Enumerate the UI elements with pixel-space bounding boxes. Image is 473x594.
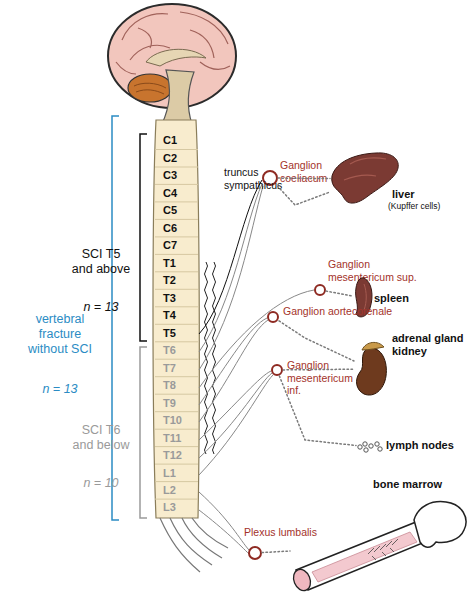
ganglion-circle: Ganglion mesentericum sup. [314,284,326,296]
kidney-drawing [354,340,388,398]
nerve-wire [199,186,263,370]
plexus-circle: Plexus lumbalis [248,546,262,560]
vertebra-label: T11 [163,432,181,445]
nerve-wire [199,375,273,475]
dotted-connector [278,177,330,179]
vertebra-separators [155,150,198,500]
marrow-cavity [312,532,417,582]
nerve-wire [199,184,262,352]
organ-label: liver [392,188,415,201]
vertebra-label: C1 [163,134,177,147]
nerve-wire [199,180,262,334]
brain [108,4,236,124]
vertebra-label: C4 [163,187,177,200]
nerve-wire [199,492,249,550]
dotted-connector [279,321,354,361]
dotted-connector [326,291,352,296]
group-label: vertebral fracture without SCI [20,312,100,357]
femur-cut-end [290,567,313,593]
vertebra-label: C5 [163,204,177,217]
ganglion-circle: Ganglion aortecorenale [267,311,279,323]
vertebra-label: T7 [163,362,176,375]
organ-label: bone marrow [373,478,442,491]
lymph-node-dot [378,447,382,451]
bracket-sci-t6 [140,347,147,518]
ganglion-circle: Ganglion mesentericum inf. [271,364,283,376]
vertebra-label: C6 [163,222,177,235]
lymph-node-dot [358,445,362,449]
liver-shape [332,153,399,203]
liver-shading [344,158,386,180]
lymph-node-dot [375,442,379,446]
dotted-connector [262,551,290,553]
nerve-wire [199,510,249,554]
vertebra-label: T9 [163,397,176,410]
organ-sublabel: (Kupffer cells) [388,201,440,211]
liver-organ: liver(Kupffer cells) [330,150,400,208]
group-label: SCI T6 and below [70,423,132,453]
ganglion-label: Ganglion mesentericum sup. [328,258,432,283]
corpus-callosum [146,49,206,66]
bracket-fracture [112,116,119,520]
kidney-organ: adrenal gland kidney [354,340,388,398]
nerve-wire [199,320,268,422]
vertebra-label: L2 [163,484,176,497]
trunk-label: truncus sympathicus [224,166,284,191]
vertebra-label: T6 [163,344,176,357]
bone-marrow-organ: bone marrow [290,498,470,594]
vertebra-label: C7 [163,239,177,252]
vertebra-label: T8 [163,379,176,392]
ganglion-label: Ganglion coeliacum [280,159,332,184]
kidney-shape [357,348,387,395]
organ-label: adrenal gland kidney [392,332,472,358]
vertebra-label: L1 [163,467,176,480]
plexus-label: Plexus lumbalis [244,526,317,539]
liver-drawing [330,150,400,208]
nerve-wire [199,373,272,458]
lymph-drawing [356,440,384,454]
spine [153,120,228,572]
bone-drawing [290,498,470,594]
brackets [112,116,147,520]
lymph-node-dot [369,444,373,448]
dotted-connector [279,376,356,446]
vertebra-label: T10 [163,414,182,427]
vertebra-label: T12 [163,449,182,462]
group-label: SCI T5 and above [70,247,132,277]
vertebra-label: T3 [163,292,176,305]
dotted-connector [283,368,354,370]
organ-label: lymph nodes [386,439,454,452]
ganglion-label: Ganglion aortecorenale [283,305,392,318]
lymph-nodes-organ: lymph nodes [356,440,384,454]
vertebra-label: C3 [163,169,177,182]
vertebra-label: L3 [163,501,176,514]
organ-label: spleen [374,292,409,305]
marrow-hatch [368,539,398,560]
vertebra-label: T5 [163,327,176,340]
nerve-wire [199,371,271,440]
vertebral-column [153,120,199,518]
group-count: n = 13 [20,382,100,397]
bracket-sci-t5 [140,134,147,341]
group-count: n = 10 [70,476,132,491]
cauda-equina [160,518,228,572]
ganglion-label: Ganglion mesentericum inf. [287,359,355,397]
femur-head [414,502,466,548]
lymph-node-dot [363,442,367,446]
dotted-connector [277,186,330,205]
brain-gyri [116,12,230,74]
vertebra-label: T1 [163,257,176,270]
cerebellum-folia [134,83,166,94]
lymph-node-dot [364,448,368,452]
brainstem [162,70,194,124]
adrenal-shape [362,342,384,350]
vertebra-label: C2 [163,152,177,165]
cerebellum [128,74,172,102]
vertebra-label: T2 [163,274,176,287]
vertebra-label: T4 [163,309,176,322]
